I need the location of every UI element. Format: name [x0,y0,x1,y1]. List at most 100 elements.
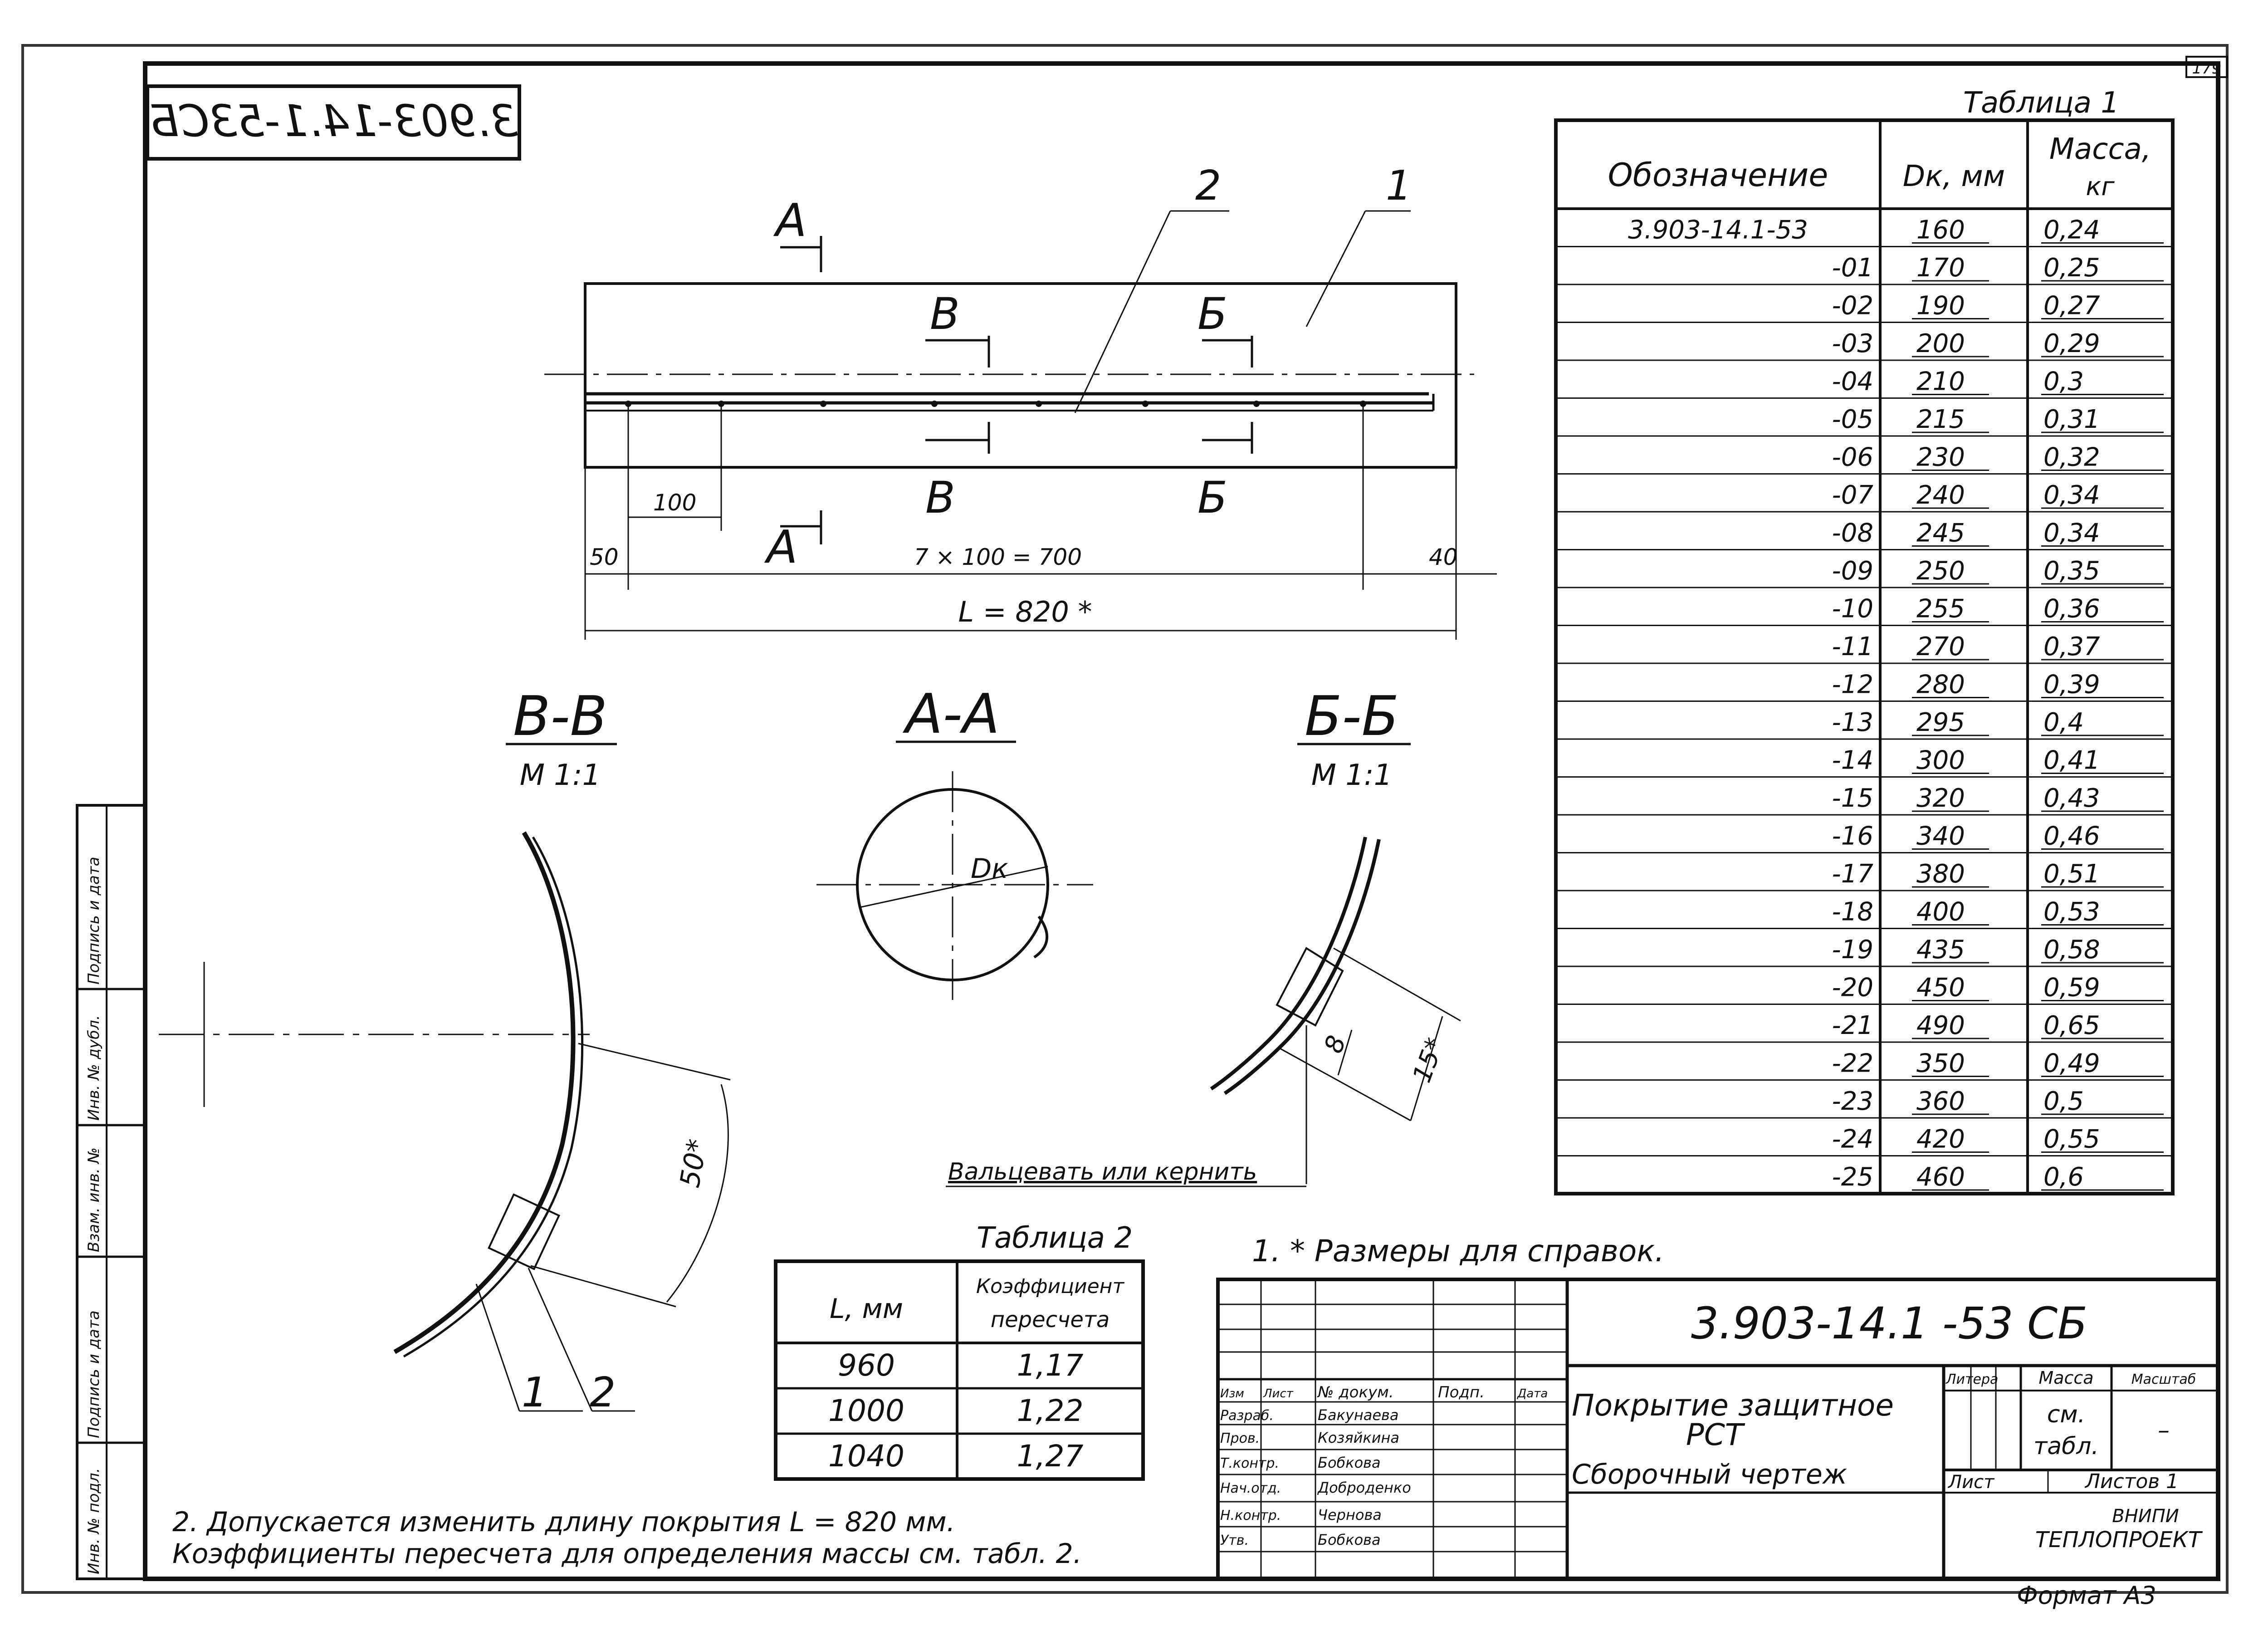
table1-cell-designation: -25 [1832,1162,1873,1192]
leader-label-2: 2 [1195,162,1221,210]
table1-cell-mass: 0,34 [2043,480,2100,510]
table1-cell-dk: 200 [1916,329,1965,358]
leader-label-1: 1 [1386,162,1412,210]
tb-sheet-label: Лист [1947,1472,1995,1493]
table1-cell-dk: 490 [1916,1011,1965,1040]
dim-left: 50 [590,544,619,570]
section-vv-dim-50: 50* [674,1137,714,1190]
tb-person-role: Утв. [1220,1533,1249,1548]
table1-cell-designation: -06 [1832,443,1873,472]
table1-cell-dk: 360 [1916,1087,1965,1116]
side-stamp-cell-5: Подпись и дата [85,857,103,985]
side-stamp-cell-3: Взам. инв. № [85,1147,103,1252]
table2-header: пересчета [991,1307,1110,1332]
table1-cell-mass: 0,55 [2043,1125,2100,1154]
table1-cell-designation: -21 [1832,1011,1873,1040]
tb-name-line-1: Покрытие защитное [1572,1388,1894,1423]
tb-person-name: Бакунаева [1318,1406,1399,1424]
note-2-line-1: 2. Допускается изменить длину покрытия L… [172,1506,955,1538]
table1-cell-designation: 3.903-14.1-53 [1628,216,1808,245]
table1-cell-mass: 0,58 [2043,935,2100,965]
table1-cell-mass: 0,31 [2043,405,2100,434]
table1-cell-dk: 340 [1916,822,1965,851]
section-bb-dim-8: 8 [1319,1032,1352,1057]
table1-cell-mass: 0,59 [2043,973,2100,1003]
table1-cell-mass: 0,46 [2043,822,2100,851]
section-bb-dim-15: 15* [1407,1034,1450,1087]
section-aa-drawing [816,771,1093,1003]
table1-cell-dk: 170 [1916,253,1965,283]
table1-cell-mass: 0,25 [2043,253,2100,283]
table1-cell-mass: 0,65 [2043,1011,2100,1040]
table1-cell-dk: 420 [1916,1125,1965,1154]
section-a-bottom-letter: А [764,520,797,573]
cover-strip [584,282,1457,469]
tb-person-role: Нач.отд. [1220,1480,1281,1496]
title-block [1216,1278,2220,1581]
tb-person-name: Бобкова [1318,1531,1381,1548]
tb-col-list: Лист [1263,1387,1294,1401]
table1-cell-designation: -19 [1832,935,1873,965]
table1-cell-designation: -02 [1832,291,1873,321]
mirrored-code-box [146,84,521,161]
table1-cell-designation: -18 [1832,897,1873,927]
side-stamp-cell-4: Инв. № дубл. [85,1015,103,1121]
tb-org-line-1: ВНИПИ [2112,1506,2179,1527]
table1-cell-designation: -15 [1832,784,1873,813]
table1-cell-designation: -11 [1832,632,1873,661]
dim-total: L = 820 * [958,595,1092,628]
table2-title: Таблица 2 [977,1221,1133,1255]
callout-1: 1 [522,1369,547,1416]
table2-cell-length: 1000 [828,1393,904,1428]
table1-cell-mass: 0,5 [2043,1087,2084,1116]
outer-frame [21,44,2229,1594]
section-vv-drawing [159,831,731,1412]
table1-cell-designation: -17 [1832,859,1874,889]
tb-name-line-2: РСТ [1686,1417,1745,1452]
table1-cell-designation: -01 [1832,253,1873,283]
section-aa-title: А-А [902,683,999,746]
tb-mass-label: Масса [2038,1368,2093,1388]
tb-col-sign: Подп. [1438,1383,1485,1401]
tb-scale-label: Масштаб [2131,1371,2196,1387]
side-stamp-cell-2: Подпись и дата [85,1310,103,1438]
table1-cell-dk: 450 [1916,973,1965,1003]
callout-2: 2 [590,1369,616,1416]
section-bb-drawing [946,837,1461,1187]
tb-person-role: Н.контр. [1220,1508,1281,1523]
table2-cell-length: 1040 [828,1439,904,1474]
table1-cell-designation: -09 [1832,556,1873,586]
tb-person-name: Бобкова [1318,1454,1381,1471]
section-vv-scale: М 1:1 [520,759,601,792]
table1-cell-mass: 0,29 [2043,329,2100,358]
tb-person-name: Козяйкина [1318,1429,1399,1446]
table2-cell-coefficient: 1,27 [1017,1439,1084,1474]
table1-cell-mass: 0,32 [2043,443,2100,472]
table1-cell-mass: 0,27 [2043,291,2100,321]
table1-cell-mass: 0,34 [2043,519,2100,548]
table1-cell-dk: 435 [1916,935,1965,965]
table1-cell-dk: 400 [1916,897,1965,927]
table1-cell-designation: -12 [1832,670,1873,700]
table2-cell-coefficient: 1,17 [1017,1348,1084,1383]
table1-header: Dк, мм [1903,160,2005,193]
table1-cell-dk: 255 [1916,594,1965,624]
table2-cell-length: 960 [838,1348,895,1383]
side-stamp-cell-1: Инв. № подл. [85,1468,103,1574]
table1-cell-dk: 380 [1916,859,1965,889]
table1-cell-designation: -04 [1832,367,1873,397]
tb-col-doc: № докум. [1317,1383,1394,1401]
page-number: 179 [2192,59,2222,78]
table1-title: Таблица 1 [1963,86,2119,120]
tb-org-line-2: ТЕПЛОПРОЕКТ [2035,1527,2203,1553]
section-v-bottom-letter: В [925,472,955,523]
inner-frame [143,61,2220,1581]
table1-cell-designation: -10 [1832,594,1873,624]
table1-cell-dk: 460 [1916,1162,1965,1192]
rivet-dots [625,401,1366,407]
tb-person-role: Т.контр. [1220,1455,1279,1471]
tb-mass-value-2: табл. [2033,1433,2099,1460]
